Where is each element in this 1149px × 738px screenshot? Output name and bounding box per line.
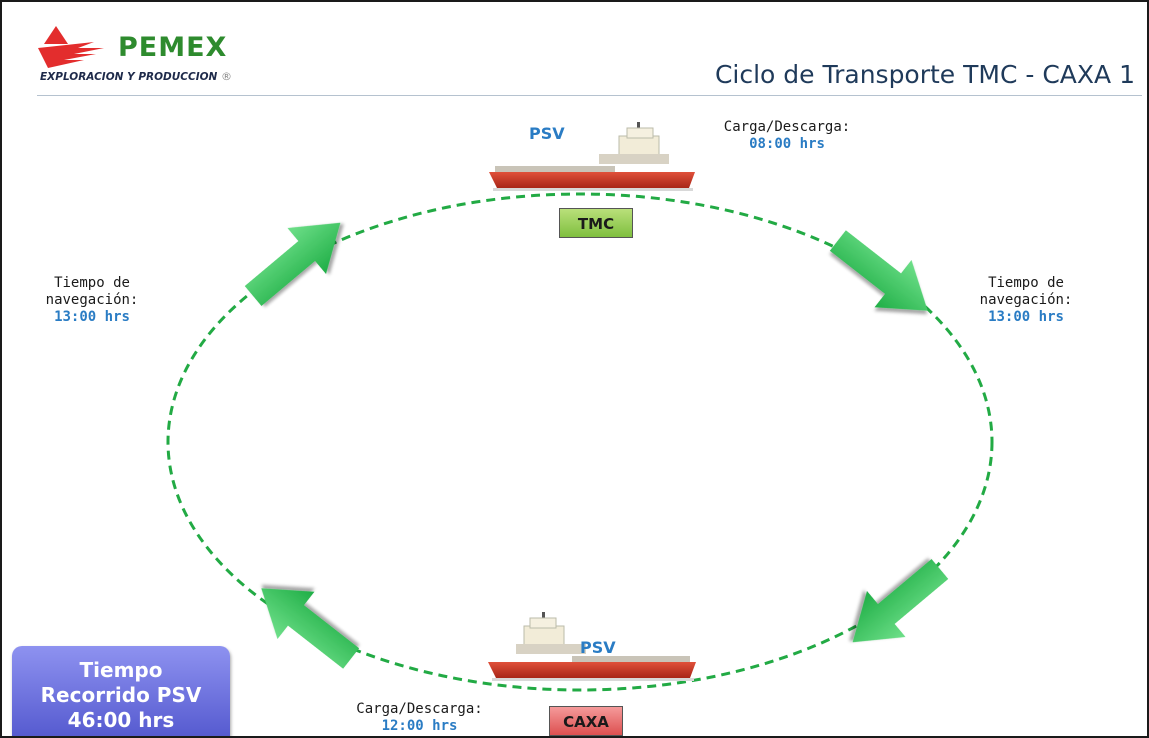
- bottom-stop-label-text: Carga/Descarga:: [356, 701, 483, 717]
- right-leg-time: 13:00 hrs: [988, 309, 1064, 325]
- summary-line2: Recorrido PSV: [40, 683, 202, 707]
- total-time-summary: Tiempo Recorrido PSV 46:00 hrs: [12, 646, 230, 736]
- psv-vessel-icon-top: [489, 122, 695, 191]
- node-caxa: CAXA: [549, 706, 623, 736]
- bottom-stop-time: 12:00 hrs: [381, 718, 458, 734]
- arrow-icon-lower-left: [242, 564, 370, 683]
- psv-vessel-icon-bottom: [488, 612, 696, 681]
- summary-line1: Tiempo: [79, 658, 163, 682]
- left-leg-line2: navegación:: [45, 292, 139, 308]
- top-stop-label-text: Carga/Descarga:: [723, 119, 851, 135]
- top-stop-time: 08:00 hrs: [749, 136, 825, 152]
- top-stop-label: Carga/Descarga: 08:00 hrs: [702, 119, 872, 153]
- vessel-label-top: PSV: [529, 124, 565, 143]
- arrow-icon-upper-left: [233, 199, 360, 319]
- right-leg-line2: navegación:: [979, 292, 1073, 308]
- summary-total-time: 46:00 hrs: [67, 708, 175, 732]
- left-leg-time: 13:00 hrs: [54, 309, 130, 325]
- cycle-path: [166, 192, 994, 692]
- pemex-logo: PEMEX EXPLORACION Y PRODUCCION ®: [38, 22, 270, 86]
- registered-mark: ®: [220, 70, 232, 83]
- arrow-icon-upper-right: [819, 216, 947, 335]
- logo-wordmark: PEMEX: [118, 32, 228, 63]
- logo-subtitle-text: EXPLORACION Y PRODUCCION: [40, 71, 218, 83]
- left-leg-label: Tiempo de navegación: 13:00 hrs: [32, 275, 152, 326]
- pemex-eagle-icon: [38, 26, 104, 68]
- page-title: Ciclo de Transporte TMC - CAXA 1: [714, 60, 1135, 89]
- logo-subtitle: EXPLORACION Y PRODUCCION ®: [40, 70, 232, 83]
- left-leg-line1: Tiempo de: [54, 275, 130, 291]
- right-leg-label: Tiempo de navegación: 13:00 hrs: [966, 275, 1086, 326]
- header-divider: [37, 95, 1142, 96]
- right-leg-line1: Tiempo de: [988, 275, 1064, 291]
- bottom-stop-label: Carga/Descarga: 12:00 hrs: [337, 701, 502, 735]
- node-tmc: TMC: [559, 208, 633, 238]
- vessel-label-bottom: PSV: [580, 638, 616, 657]
